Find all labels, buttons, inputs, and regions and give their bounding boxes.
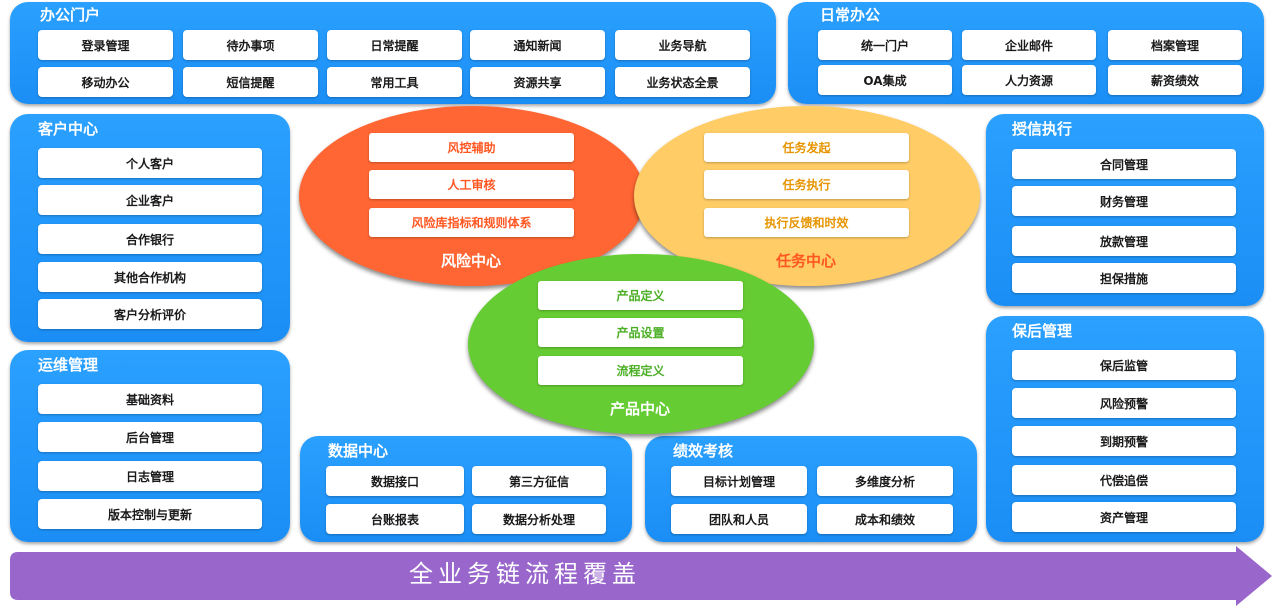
ops-management-item[interactable]: 后台管理 <box>38 422 262 452</box>
panel-daily-office: 日常办公 统一门户 企业邮件 档案管理 OA集成 人力资源 薪资绩效 <box>788 2 1264 104</box>
panel-ops-management: 运维管理 基础资料 后台管理 日志管理 版本控制与更新 <box>10 350 290 542</box>
risk-center-item[interactable]: 风控辅助 <box>369 133 574 162</box>
post-loan-item[interactable]: 资产管理 <box>1012 502 1236 532</box>
task-center-item[interactable]: 执行反馈和时效 <box>704 208 909 237</box>
daily-office-item[interactable]: 档案管理 <box>1108 30 1242 60</box>
post-loan-item[interactable]: 风险预警 <box>1012 388 1236 418</box>
banner-arrow <box>10 546 1272 606</box>
post-loan-item[interactable]: 到期预警 <box>1012 426 1236 456</box>
daily-office-item[interactable]: 统一门户 <box>818 30 952 60</box>
panel-performance: 绩效考核 目标计划管理 多维度分析 团队和人员 成本和绩效 <box>645 436 977 542</box>
product-center-title: 产品中心 <box>609 400 670 418</box>
performance-item[interactable]: 目标计划管理 <box>671 466 807 496</box>
credit-execution-item[interactable]: 合同管理 <box>1012 149 1236 179</box>
data-center-item[interactable]: 第三方征信 <box>472 466 606 496</box>
post-loan-item[interactable]: 保后监管 <box>1012 350 1236 380</box>
ops-management-item[interactable]: 版本控制与更新 <box>38 499 262 529</box>
office-portal-item[interactable]: 移动办公 <box>38 67 173 97</box>
risk-center-item[interactable]: 人工审核 <box>369 170 574 199</box>
post-loan-item[interactable]: 代偿追偿 <box>1012 465 1236 495</box>
office-portal-item[interactable]: 通知新闻 <box>470 30 605 60</box>
data-center-item[interactable]: 台账报表 <box>326 504 464 534</box>
data-center-item[interactable]: 数据接口 <box>326 466 464 496</box>
panel-title: 运维管理 <box>38 356 99 374</box>
customer-center-item[interactable]: 客户分析评价 <box>38 299 262 329</box>
office-portal-item[interactable]: 业务状态全景 <box>615 67 750 97</box>
panel-title: 办公门户 <box>40 6 101 24</box>
task-center-title: 任务中心 <box>775 252 836 270</box>
credit-execution-item[interactable]: 放款管理 <box>1012 226 1236 256</box>
office-portal-item[interactable]: 登录管理 <box>38 30 173 60</box>
office-portal-item[interactable]: 日常提醒 <box>327 30 462 60</box>
task-center-item[interactable]: 任务执行 <box>704 170 909 199</box>
daily-office-item[interactable]: 人力资源 <box>962 65 1096 95</box>
credit-execution-item[interactable]: 担保措施 <box>1012 263 1236 293</box>
panel-title: 客户中心 <box>38 120 99 138</box>
customer-center-item[interactable]: 其他合作机构 <box>38 262 262 292</box>
customer-center-item[interactable]: 企业客户 <box>38 185 262 215</box>
product-center-item[interactable]: 产品设置 <box>538 318 743 347</box>
ops-management-item[interactable]: 日志管理 <box>38 461 262 491</box>
office-portal-item[interactable]: 常用工具 <box>327 67 462 97</box>
panel-title: 数据中心 <box>328 442 389 460</box>
data-center-item[interactable]: 数据分析处理 <box>472 504 606 534</box>
panel-customer-center: 客户中心 个人客户 企业客户 合作银行 其他合作机构 客户分析评价 <box>10 114 290 342</box>
daily-office-item[interactable]: OA集成 <box>818 65 952 95</box>
office-portal-item[interactable]: 待办事项 <box>183 30 318 60</box>
product-center-item[interactable]: 流程定义 <box>538 356 743 385</box>
task-center-item[interactable]: 任务发起 <box>704 133 909 162</box>
office-portal-item[interactable]: 业务导航 <box>615 30 750 60</box>
credit-execution-item[interactable]: 财务管理 <box>1012 186 1236 216</box>
banner-text: 全业务链流程覆盖 <box>409 560 641 588</box>
panel-post-loan: 保后管理 保后监管 风险预警 到期预警 代偿追偿 资产管理 <box>986 316 1264 542</box>
panel-title: 绩效考核 <box>673 442 734 460</box>
customer-center-item[interactable]: 个人客户 <box>38 148 262 178</box>
performance-item[interactable]: 团队和人员 <box>671 504 807 534</box>
performance-item[interactable]: 成本和绩效 <box>817 504 953 534</box>
ops-management-item[interactable]: 基础资料 <box>38 384 262 414</box>
panel-title: 保后管理 <box>1012 322 1073 340</box>
panel-data-center: 数据中心 数据接口 第三方征信 台账报表 数据分析处理 <box>300 436 632 542</box>
office-portal-item[interactable]: 短信提醒 <box>183 67 318 97</box>
office-portal-item[interactable]: 资源共享 <box>470 67 605 97</box>
product-center-item[interactable]: 产品定义 <box>538 281 743 310</box>
risk-center-item[interactable]: 风险库指标和规则体系 <box>369 208 574 237</box>
risk-center-title: 风险中心 <box>440 252 501 270</box>
daily-office-item[interactable]: 薪资绩效 <box>1108 65 1242 95</box>
daily-office-item[interactable]: 企业邮件 <box>962 30 1096 60</box>
panel-office-portal: 办公门户 登录管理 待办事项 日常提醒 通知新闻 业务导航 移动办公 短信提醒 … <box>10 2 776 104</box>
panel-title: 日常办公 <box>820 6 881 24</box>
panel-credit-execution: 授信执行 合同管理 财务管理 放款管理 担保措施 <box>986 114 1264 306</box>
customer-center-item[interactable]: 合作银行 <box>38 224 262 254</box>
panel-title: 授信执行 <box>1012 120 1073 138</box>
performance-item[interactable]: 多维度分析 <box>817 466 953 496</box>
